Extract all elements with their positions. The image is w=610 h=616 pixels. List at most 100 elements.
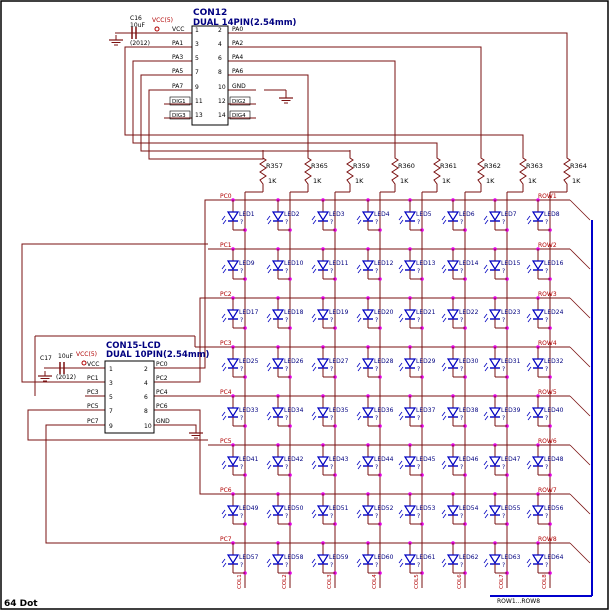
led-emission — [356, 411, 361, 417]
led-triangle — [446, 211, 460, 222]
resistor-value: 1K — [442, 177, 451, 185]
led-value: ? — [545, 268, 548, 275]
led — [266, 347, 290, 378]
c16-pkg: (2012) — [130, 40, 150, 47]
led-emission — [221, 411, 226, 417]
led-emission — [221, 362, 226, 368]
led-emission — [267, 464, 272, 470]
led — [311, 249, 335, 280]
led-value: ? — [502, 317, 505, 324]
led-triangle — [531, 456, 545, 467]
led-triangle — [531, 260, 545, 271]
con15-pin-number: 6 — [144, 394, 148, 401]
led-triangle — [316, 505, 330, 516]
led-emission — [356, 558, 361, 564]
led — [356, 249, 380, 280]
con12-net-label: PA4 — [232, 54, 243, 61]
con12-pin-number: 12 — [218, 98, 226, 105]
row-label: ROW6 — [538, 438, 557, 445]
pa-wire — [256, 32, 568, 150]
led-triangle — [271, 407, 285, 418]
led-emission — [357, 513, 362, 519]
led-emission — [442, 562, 447, 568]
led-emission — [399, 268, 404, 274]
led-triangle — [403, 358, 417, 369]
led-ref: LED21 — [416, 309, 436, 316]
led-ref: LED41 — [239, 456, 259, 463]
led-value: ? — [417, 562, 420, 569]
con12-pin-number: 13 — [195, 112, 203, 119]
led-ref: LED23 — [501, 309, 521, 316]
resistor-symbol — [346, 150, 354, 192]
resistor-symbol — [304, 150, 312, 192]
led-emission — [311, 509, 316, 515]
con12-net-label: PA7 — [172, 83, 183, 90]
led-triangle — [446, 358, 460, 369]
con12-net-label: PA5 — [172, 68, 183, 75]
led-ref: LED11 — [329, 260, 349, 267]
led-triangle — [446, 309, 460, 320]
con15-pin-number: 5 — [109, 394, 113, 401]
led-emission — [527, 219, 532, 225]
con15-pin-number: 8 — [144, 408, 148, 415]
led-value: ? — [285, 415, 288, 422]
led-emission — [222, 513, 227, 519]
led-triangle — [226, 407, 240, 418]
led-triangle — [226, 309, 240, 320]
led — [526, 200, 550, 231]
led-emission — [266, 313, 271, 319]
column-label: COL7 — [499, 574, 505, 589]
led-value: ? — [460, 219, 463, 226]
led — [483, 249, 507, 280]
led-emission — [357, 415, 362, 421]
led-ref: LED34 — [284, 407, 304, 414]
led — [526, 494, 550, 525]
led — [311, 494, 335, 525]
led-emission — [398, 509, 403, 515]
led-emission — [442, 513, 447, 519]
pc-label: PC3 — [220, 340, 232, 347]
led-value: ? — [460, 317, 463, 324]
led-emission — [399, 513, 404, 519]
column-label: COL3 — [327, 574, 333, 589]
led-emission — [399, 464, 404, 470]
vcc-symbol — [81, 360, 87, 366]
c17-ref: C17 — [40, 355, 52, 362]
led-ref: LED6 — [459, 211, 475, 218]
pa-wire — [132, 60, 438, 150]
con12-pin-number: 8 — [218, 69, 222, 76]
led-ref: LED35 — [329, 407, 349, 414]
led-triangle — [403, 211, 417, 222]
led — [398, 494, 422, 525]
c16-ref: C16 — [130, 15, 142, 22]
led — [266, 298, 290, 329]
led-triangle — [361, 260, 375, 271]
led-triangle — [361, 407, 375, 418]
resistor-value: 1K — [313, 177, 322, 185]
resistor-value: 1K — [486, 177, 495, 185]
con12-pin-number: 2 — [218, 27, 222, 34]
led-ref: LED56 — [544, 505, 564, 512]
led-ref: LED13 — [416, 260, 436, 267]
led-emission — [484, 366, 489, 372]
led-triangle — [446, 456, 460, 467]
resistor-ref: R360 — [398, 162, 415, 170]
led — [483, 445, 507, 476]
led-value: ? — [502, 268, 505, 275]
led-ref: LED22 — [459, 309, 479, 316]
led-emission — [527, 562, 532, 568]
led-ref: LED27 — [329, 358, 349, 365]
led-value: ? — [460, 415, 463, 422]
led-emission — [222, 464, 227, 470]
led-emission — [311, 362, 316, 368]
led — [441, 543, 465, 574]
con12-net-label: VCC — [172, 26, 184, 33]
led-emission — [441, 509, 446, 515]
led-value: ? — [375, 317, 378, 324]
con12-body — [191, 25, 229, 126]
con12-pin-number: 4 — [218, 41, 222, 48]
led-ref: LED30 — [459, 358, 479, 365]
led-triangle — [316, 260, 330, 271]
c16-vcc: VCC(5) — [152, 17, 173, 24]
